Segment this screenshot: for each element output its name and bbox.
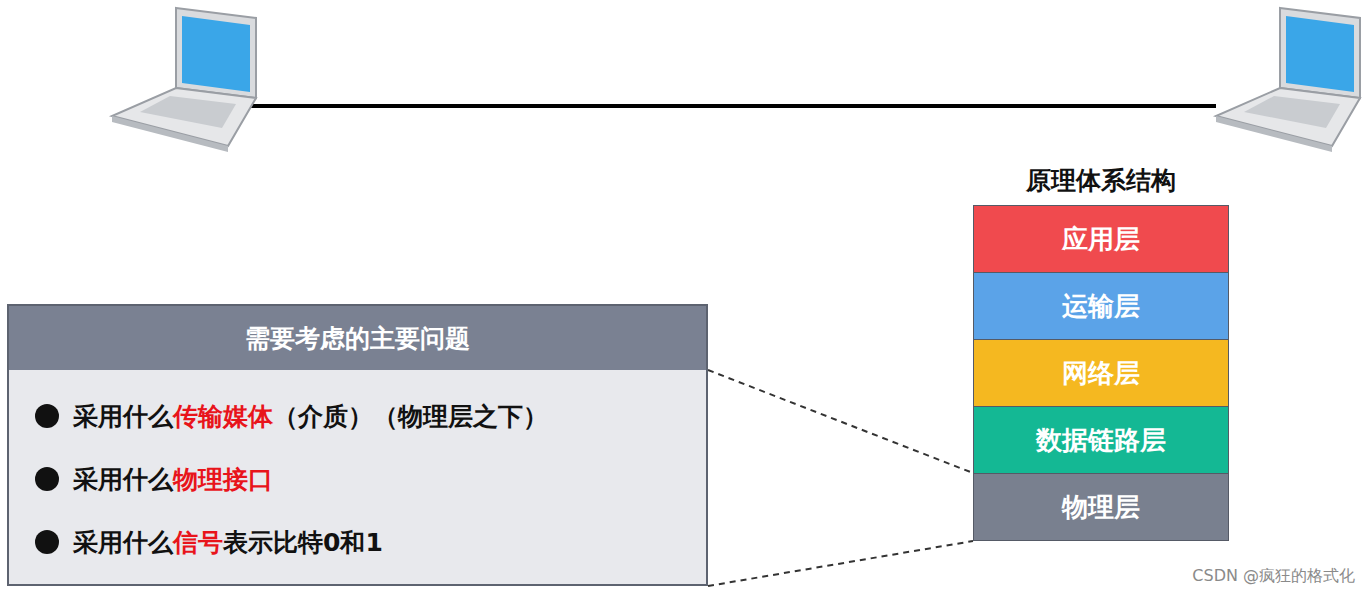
bullet-dot (35, 530, 59, 554)
header-text: 需要考虑的主要问题 (245, 322, 470, 355)
watermark: CSDN @疯狂的格式化 (1192, 566, 1355, 587)
bullet-text: 表示比特0和1 (223, 526, 383, 559)
stack-heading: 原理体系结构 (973, 164, 1229, 197)
layer-name: 运输层 (1062, 289, 1140, 324)
bullet-line: 采用什么信号表示比特0和1 (35, 524, 383, 560)
bullet-dot (35, 467, 59, 491)
bullet-dot (35, 404, 59, 428)
question-box: 需要考虑的主要问题采用什么传输媒体（介质）（物理层之下）采用什么物理接口采用什么… (7, 304, 708, 586)
layer-band: 网络层 (973, 339, 1229, 407)
dashed-leader (708, 370, 973, 586)
bullet-text: 采用什么 (73, 400, 173, 433)
layer-band: 物理层 (973, 473, 1229, 541)
layer-band: 运输层 (973, 272, 1229, 340)
layer-name: 应用层 (1062, 222, 1140, 257)
layer-name: 物理层 (1062, 490, 1140, 525)
layer-band: 数据链路层 (973, 406, 1229, 474)
bullet-text: （介质）（物理层之下） (273, 400, 548, 433)
question-header: 需要考虑的主要问题 (9, 306, 706, 370)
bullet-line: 采用什么物理接口 (35, 461, 273, 497)
laptop-left (112, 8, 256, 152)
bullet-line: 采用什么传输媒体（介质）（物理层之下） (35, 398, 548, 434)
bullet-text: 采用什么 (73, 463, 173, 496)
layer-name: 网络层 (1062, 356, 1140, 391)
layer-band: 应用层 (973, 205, 1229, 273)
highlight-text: 物理接口 (173, 463, 273, 496)
architecture-stack: 原理体系结构应用层运输层网络层数据链路层物理层 (973, 160, 1229, 541)
laptop-right (1216, 8, 1360, 152)
link-cable (248, 104, 1216, 108)
layer-name: 数据链路层 (1036, 423, 1166, 458)
bullet-text: 采用什么 (73, 526, 173, 559)
highlight-text: 信号 (173, 526, 223, 559)
highlight-text: 传输媒体 (173, 400, 273, 433)
